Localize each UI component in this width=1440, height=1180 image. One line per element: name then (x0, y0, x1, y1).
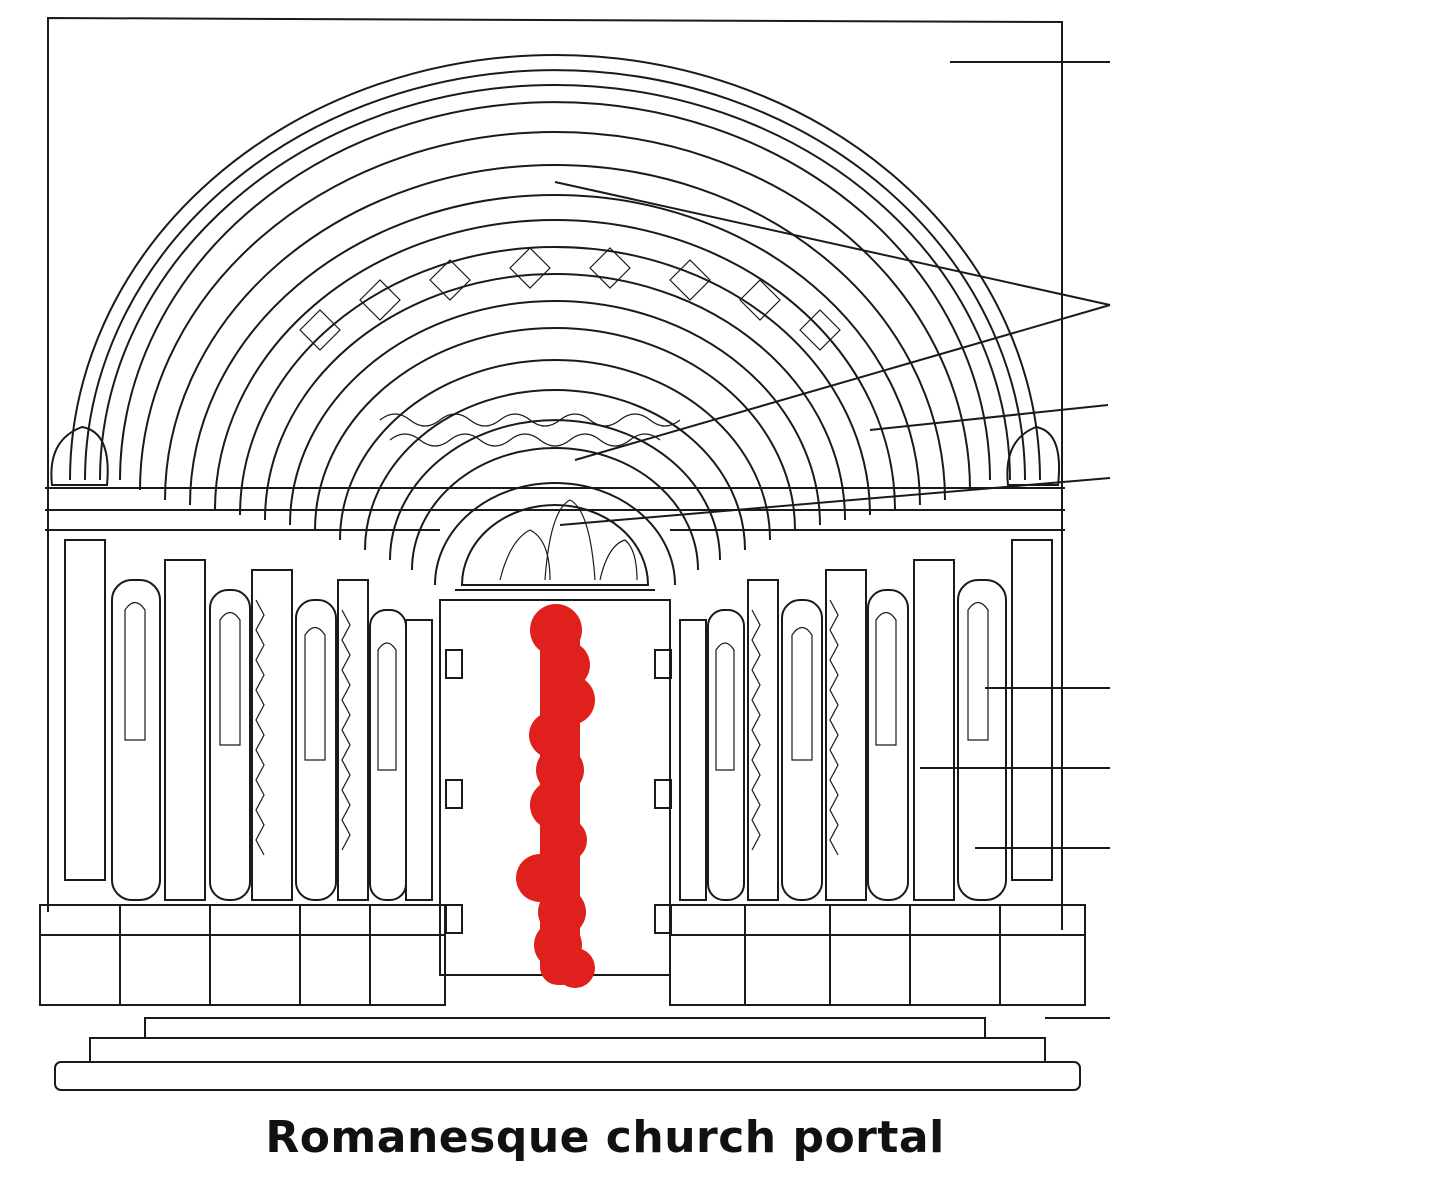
red-redaction-mark (516, 604, 595, 988)
right-jamb-statues (715, 601, 989, 771)
right-jamb-columns (679, 539, 1053, 901)
plinths (39, 904, 1086, 1006)
archivolts (69, 54, 1041, 586)
left-jamb-columns (64, 539, 433, 901)
tympanum (455, 499, 655, 601)
corner-sculptures (50, 425, 1060, 486)
zigzag-shafts (255, 599, 839, 856)
outer-frame (47, 16, 1063, 930)
diagram-caption: Romanesque church portal (265, 1112, 945, 1163)
impost-band (45, 487, 1065, 531)
left-jamb-statues (124, 601, 397, 771)
archivolt-ornament (299, 247, 841, 447)
label-leader-lines (554, 61, 1111, 1019)
steps (54, 1017, 1081, 1091)
